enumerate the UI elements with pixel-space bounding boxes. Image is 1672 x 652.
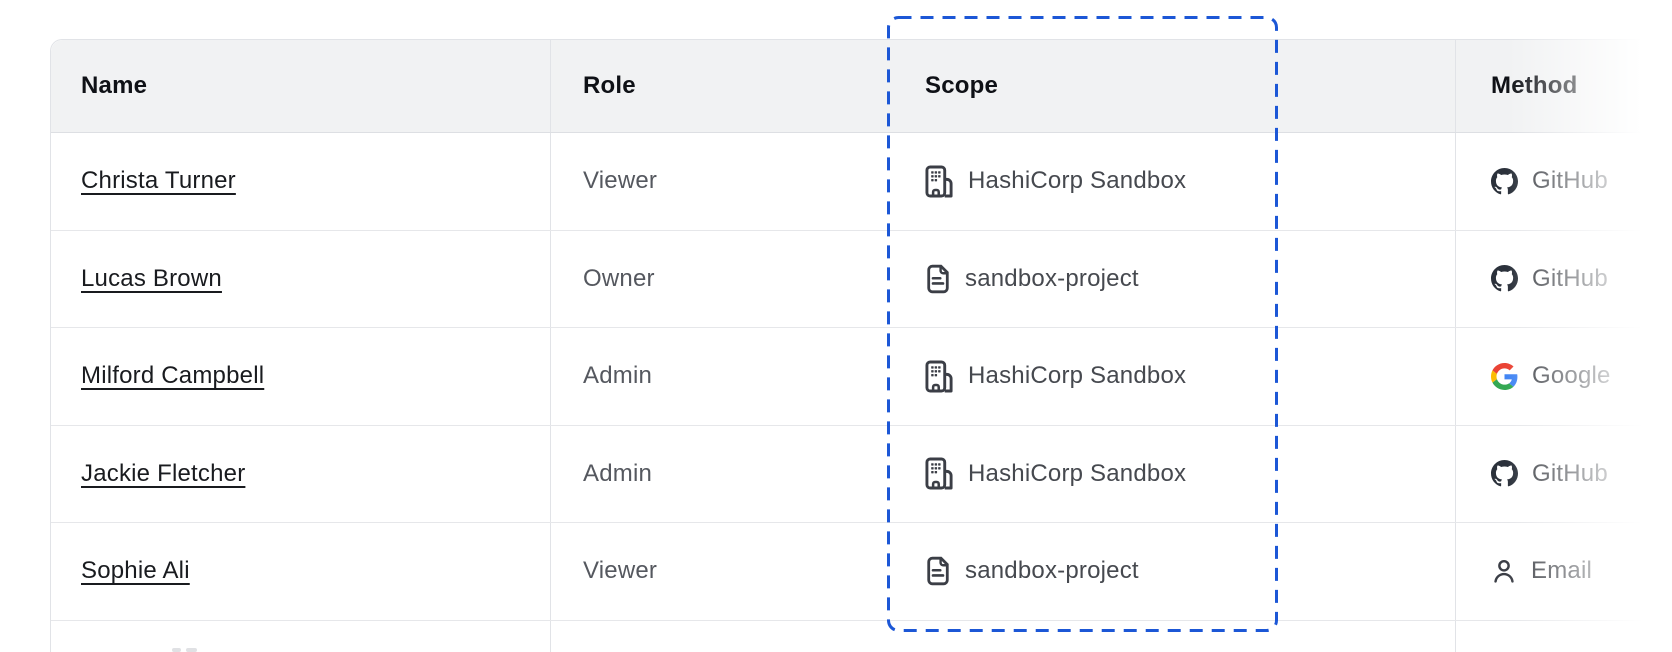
member-scope: HashiCorp Sandbox xyxy=(968,362,1187,390)
column-header-scope: Scope xyxy=(925,72,999,99)
member-auth-method: GitHub xyxy=(1532,264,1608,292)
github-icon xyxy=(1491,167,1518,195)
member-auth-method: Email xyxy=(1531,557,1593,585)
member-name-link[interactable]: Jackie Fletcher xyxy=(81,459,246,487)
table-row: Lucas Brown Owner sandbox-project GitHub xyxy=(51,230,1672,328)
column-header-method: Method xyxy=(1491,72,1578,99)
github-icon xyxy=(1491,265,1518,292)
members-table: Name Role Scope Method Christa Turner Vi… xyxy=(50,39,1672,652)
member-name-link[interactable]: Lucas Brown xyxy=(81,264,222,292)
member-scope: sandbox-project xyxy=(965,264,1139,292)
table-row: Jackie Fletcher Admin HashiCorp Sandbox xyxy=(51,425,1672,523)
member-scope: HashiCorp Sandbox xyxy=(968,459,1187,487)
project-icon xyxy=(925,556,951,586)
member-role: Viewer xyxy=(583,167,658,195)
member-role: Viewer xyxy=(583,557,658,585)
member-name-link[interactable]: Milford Campbell xyxy=(81,362,265,390)
org-icon xyxy=(925,457,954,490)
table-row: Sophie Ali Viewer sandbox-project Email xyxy=(51,523,1672,621)
table-header-row: Name Role Scope Method xyxy=(51,40,1672,133)
member-name-link[interactable]: Christa Turner xyxy=(81,167,236,195)
table-body: Christa Turner Viewer HashiCorp Sandbox xyxy=(51,133,1672,652)
github-icon xyxy=(1491,460,1518,487)
member-name-link[interactable]: Sophie Ali xyxy=(81,557,190,585)
column-header-role: Role xyxy=(583,72,636,99)
org-icon xyxy=(925,165,954,198)
member-role: Owner xyxy=(583,264,655,292)
google-icon xyxy=(1491,362,1518,390)
email-user-icon xyxy=(1491,558,1517,584)
table-row: Christa Turner Viewer HashiCorp Sandbox xyxy=(51,133,1672,231)
column-header-name: Name xyxy=(81,72,148,99)
project-icon xyxy=(925,264,951,294)
member-role: Admin xyxy=(583,459,653,487)
member-auth-method: GitHub xyxy=(1532,167,1608,195)
partial-next-row xyxy=(51,620,1672,652)
member-scope: HashiCorp Sandbox xyxy=(968,167,1187,195)
partial-next-row-text-hint xyxy=(186,648,197,652)
partial-next-row-text-hint xyxy=(172,648,181,652)
member-role: Admin xyxy=(583,362,653,390)
member-auth-method: Google xyxy=(1532,362,1611,390)
org-icon xyxy=(925,360,954,393)
table-row: Milford Campbell Admin HashiCorp Sandbox xyxy=(51,328,1672,426)
member-auth-method: GitHub xyxy=(1532,459,1608,487)
member-scope: sandbox-project xyxy=(965,557,1139,585)
